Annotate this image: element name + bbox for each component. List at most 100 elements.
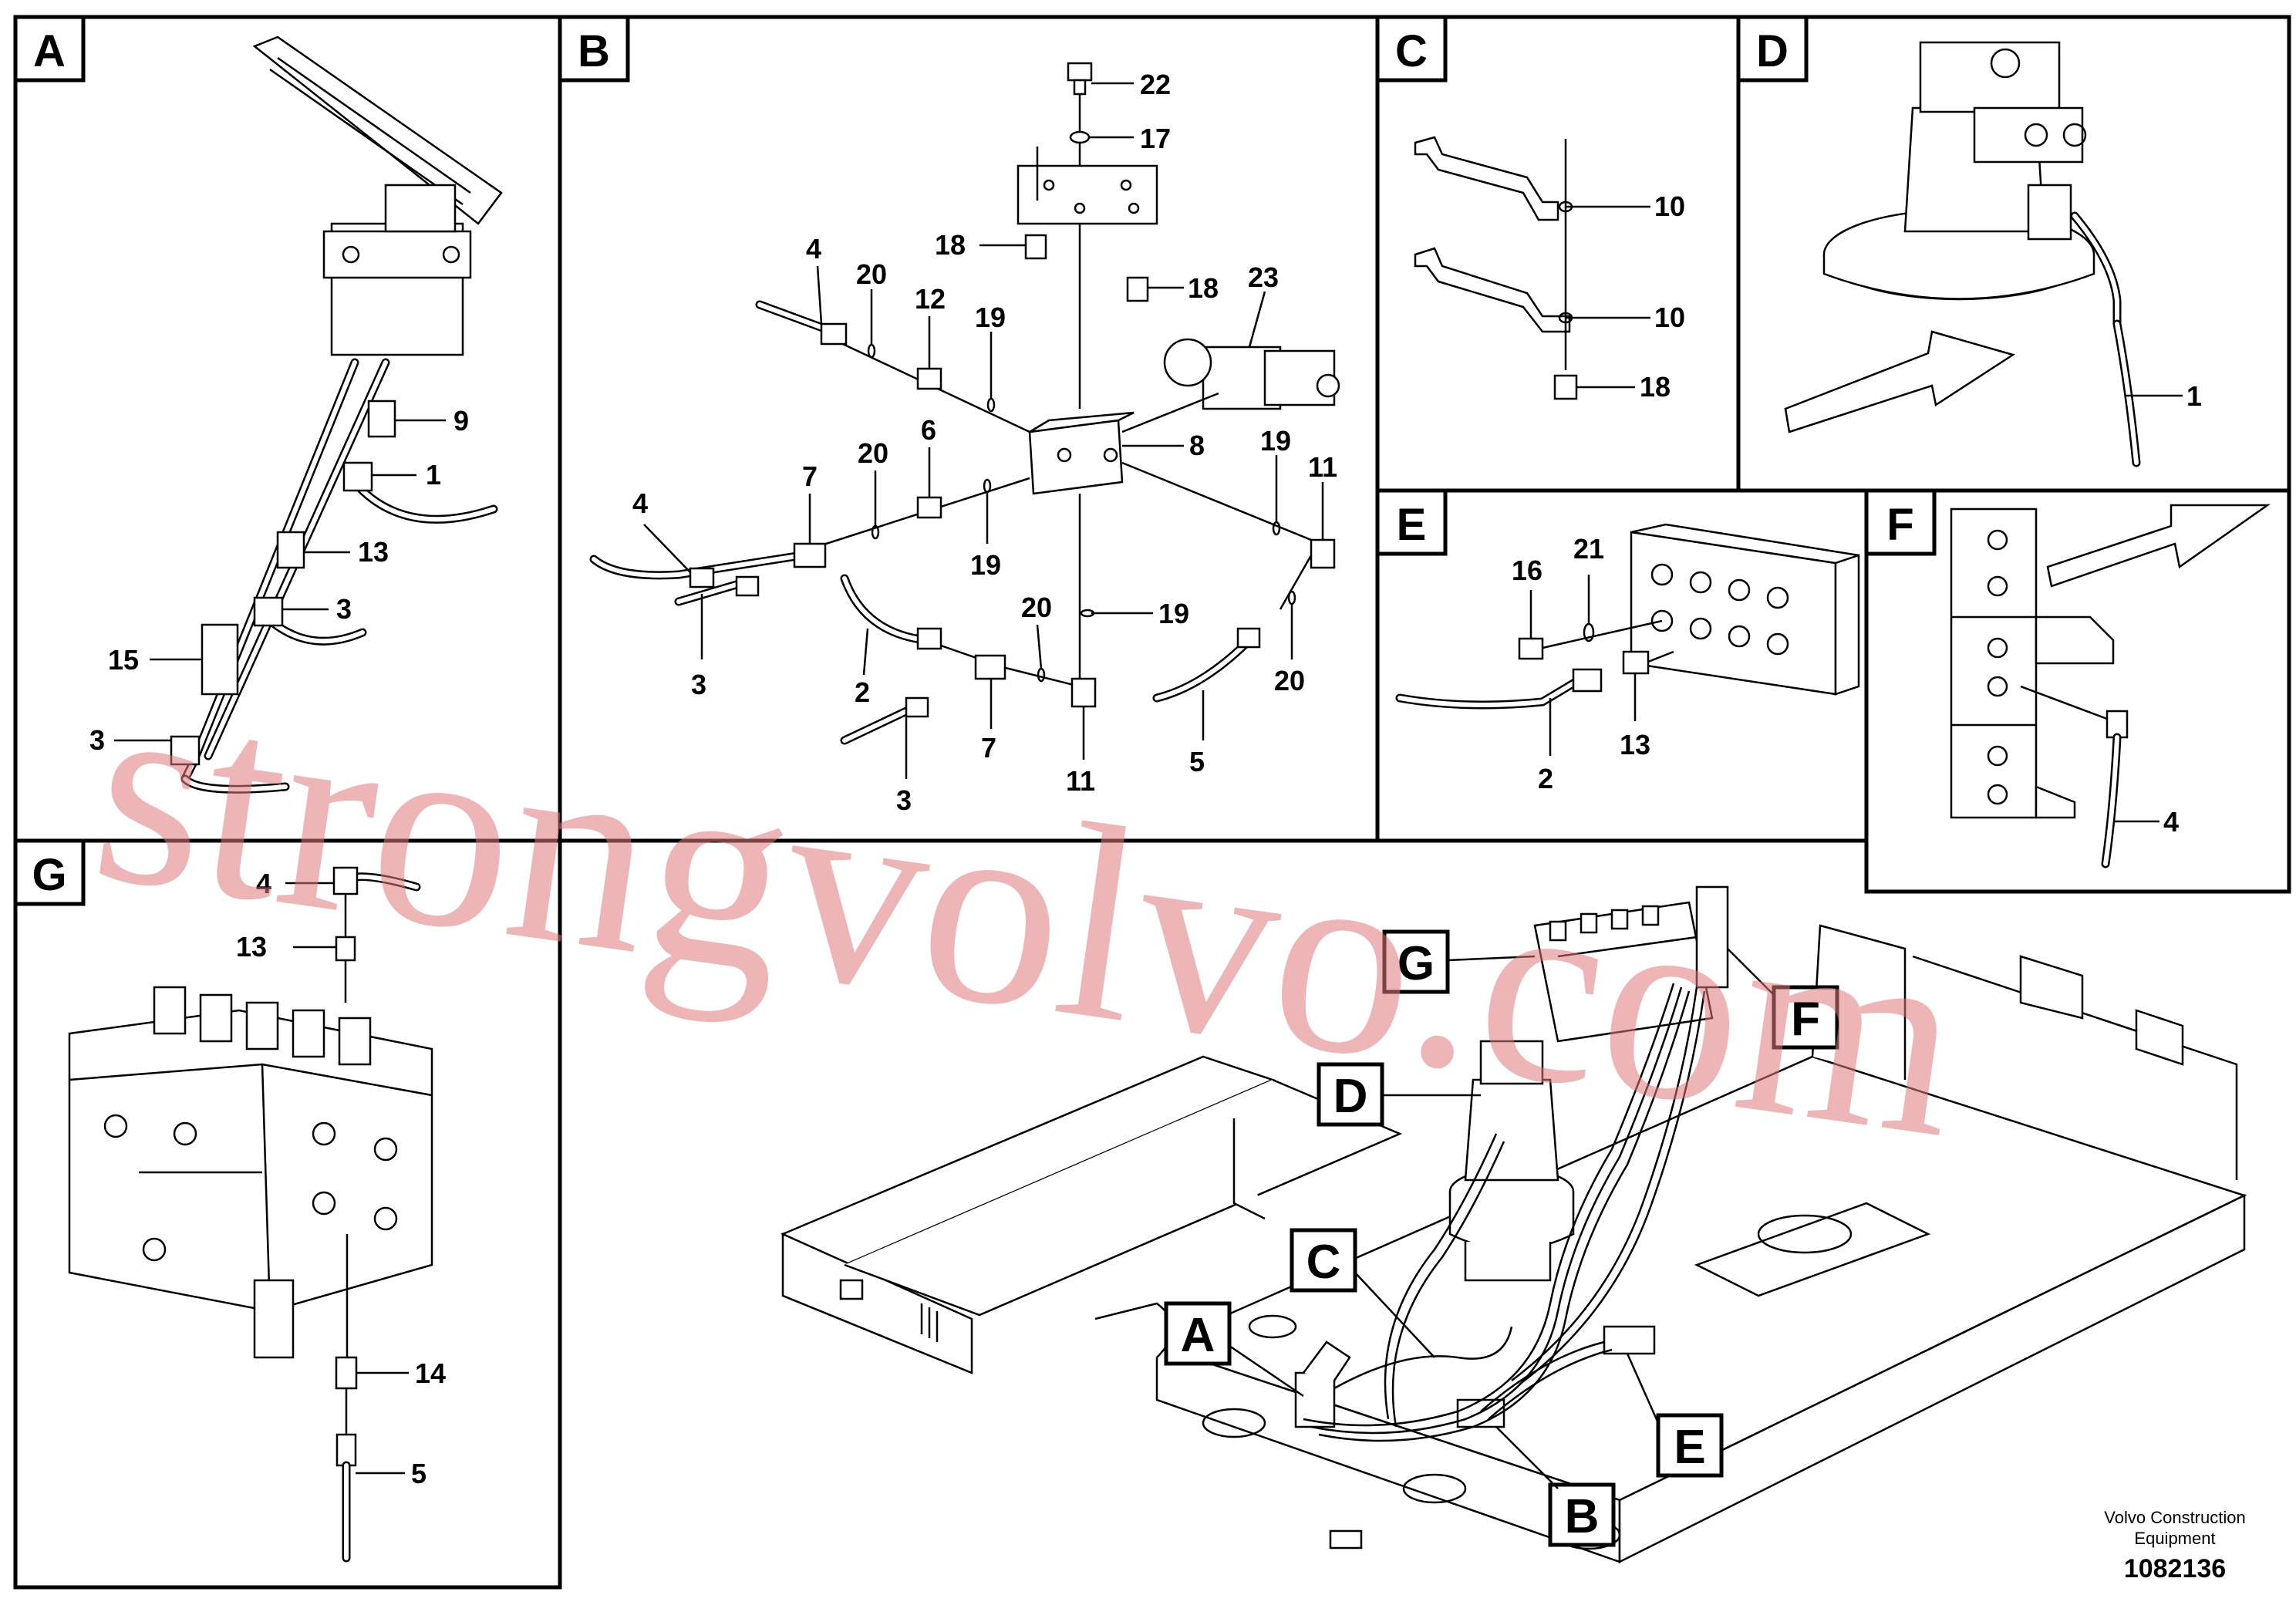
panel-g-label-4: 4 xyxy=(256,868,271,899)
drawing-part-number: 1082136 xyxy=(2124,1554,2226,1583)
callout-a-leader xyxy=(1229,1344,1304,1398)
panel-g-frame xyxy=(13,838,562,1590)
callout-b-leader xyxy=(1495,1426,1559,1489)
panel-b-label-4b: 4 xyxy=(632,487,648,519)
bolt-18-left xyxy=(1024,234,1047,260)
fitting-11-lower xyxy=(1070,677,1097,708)
callout-e[interactable]: E xyxy=(1656,1413,1724,1478)
callout-a[interactable]: A xyxy=(1164,1301,1232,1366)
callout-d[interactable]: D xyxy=(1317,1062,1384,1127)
callout-b-text: B xyxy=(1565,1490,1600,1543)
panel-b-label-7a: 7 xyxy=(802,460,818,492)
overview-valve-stack xyxy=(1695,885,1729,989)
block-8 xyxy=(1028,419,1124,495)
panel-letter-c: C xyxy=(1375,15,1448,83)
callout-g-leader xyxy=(1447,955,1536,962)
panel-b-drawing xyxy=(589,62,1340,779)
panel-e-label-21: 21 xyxy=(1573,533,1604,565)
fitting-6 xyxy=(916,496,942,519)
panel-a-label-3a: 3 xyxy=(336,593,352,625)
panel-g-label-13: 13 xyxy=(236,931,267,963)
overview-pedal-valve xyxy=(1294,1371,1336,1428)
panel-f-drawing xyxy=(1950,504,2271,868)
callout-c-text: C xyxy=(1306,1236,1341,1289)
panel-e-drawing xyxy=(1395,523,1860,756)
panel-a-label-3b: 3 xyxy=(89,724,105,756)
panel-b-label-8: 8 xyxy=(1189,430,1205,461)
panel-d-drawing xyxy=(1784,41,2183,467)
panel-letter-e-text: E xyxy=(1397,500,1427,550)
panel-b-label-19d: 19 xyxy=(1158,598,1189,629)
washer-17 xyxy=(1069,130,1091,144)
main-control-valve xyxy=(68,1009,433,1313)
panel-g-label-14: 14 xyxy=(415,1357,446,1389)
panel-a-label-1: 1 xyxy=(426,459,441,491)
callout-e-leader xyxy=(1626,1353,1660,1424)
panel-letter-b-text: B xyxy=(578,26,610,76)
fitting-2-b xyxy=(916,627,942,650)
fitting-3-upper xyxy=(253,596,284,627)
fitting-3-lower-b xyxy=(905,696,929,718)
callout-g[interactable]: G xyxy=(1382,929,1450,994)
panel-b-label-19b: 19 xyxy=(970,549,1001,581)
overview-control-valve xyxy=(1533,901,1714,1043)
fitting-3-b xyxy=(735,575,760,597)
panel-letter-g-text: G xyxy=(32,850,66,900)
panel-b-label-12: 12 xyxy=(915,283,946,315)
panel-e-label-2: 2 xyxy=(1538,763,1553,794)
fitting-13-e xyxy=(1622,650,1650,675)
bolt-18-right xyxy=(1126,276,1149,302)
panel-c-drawing xyxy=(1414,136,1650,400)
panel-f-frame xyxy=(1864,488,2291,894)
bolt-18-c xyxy=(1553,374,1578,400)
panel-c-label-18: 18 xyxy=(1640,371,1671,403)
callout-f-leader xyxy=(1727,948,1775,996)
panel-b-label-2: 2 xyxy=(855,676,870,708)
overview-block-e xyxy=(1603,1325,1656,1355)
panel-b-label-20d: 20 xyxy=(1274,665,1305,696)
fitting-13 xyxy=(276,531,305,569)
brand-line-1: Volvo Construction xyxy=(2104,1508,2245,1527)
panel-letter-d: D xyxy=(1736,15,1809,83)
panel-letter-d-text: D xyxy=(1756,26,1789,76)
callout-c-leader xyxy=(1354,1272,1435,1358)
panel-b-label-11a: 11 xyxy=(1308,451,1337,483)
panel-a-label-9: 9 xyxy=(453,405,469,437)
fitting-9 xyxy=(367,400,396,438)
fitting-4-f xyxy=(2106,710,2129,739)
fitting-5-g xyxy=(335,1433,357,1467)
panel-a-label-15: 15 xyxy=(108,644,139,676)
panel-letter-a: A xyxy=(13,15,86,83)
fitting-11-right xyxy=(1310,538,1336,569)
panel-a-drawing xyxy=(114,35,503,794)
panel-b-label-19a: 19 xyxy=(975,302,1006,333)
callout-g-text: G xyxy=(1397,937,1435,990)
mounting-plate xyxy=(1017,164,1158,225)
callout-f[interactable]: F xyxy=(1772,985,1839,1050)
fitting-7-upper xyxy=(793,542,827,568)
fitting-14 xyxy=(335,1356,358,1390)
bolt-22 xyxy=(1067,62,1093,82)
panel-letter-c-text: C xyxy=(1395,26,1428,76)
panel-letter-a-text: A xyxy=(33,26,66,76)
panel-b-label-23: 23 xyxy=(1248,261,1279,293)
panel-b-label-19c: 19 xyxy=(1260,425,1291,457)
panel-b-label-3b: 3 xyxy=(896,784,912,816)
panel-f-label-4: 4 xyxy=(2163,806,2179,838)
callout-c[interactable]: C xyxy=(1290,1228,1357,1293)
direction-arrow-d xyxy=(1784,330,2015,433)
panel-b-label-18b: 18 xyxy=(1188,272,1219,304)
valve-stack-f xyxy=(1950,508,2038,819)
panel-b-label-20c: 20 xyxy=(1021,592,1052,623)
callout-b[interactable]: B xyxy=(1548,1482,1616,1547)
callout-d-text: D xyxy=(1333,1070,1368,1123)
fitting-4-lower xyxy=(689,567,715,588)
panel-b-label-4a: 4 xyxy=(806,233,821,265)
bracket-10-upper xyxy=(1414,136,1559,221)
panel-c-label-10a: 10 xyxy=(1654,191,1685,222)
panel-letter-e: E xyxy=(1375,488,1448,556)
panel-b-label-22: 22 xyxy=(1140,69,1171,100)
panel-b-label-5: 5 xyxy=(1189,746,1205,777)
panel-letter-f-text: F xyxy=(1886,500,1913,550)
